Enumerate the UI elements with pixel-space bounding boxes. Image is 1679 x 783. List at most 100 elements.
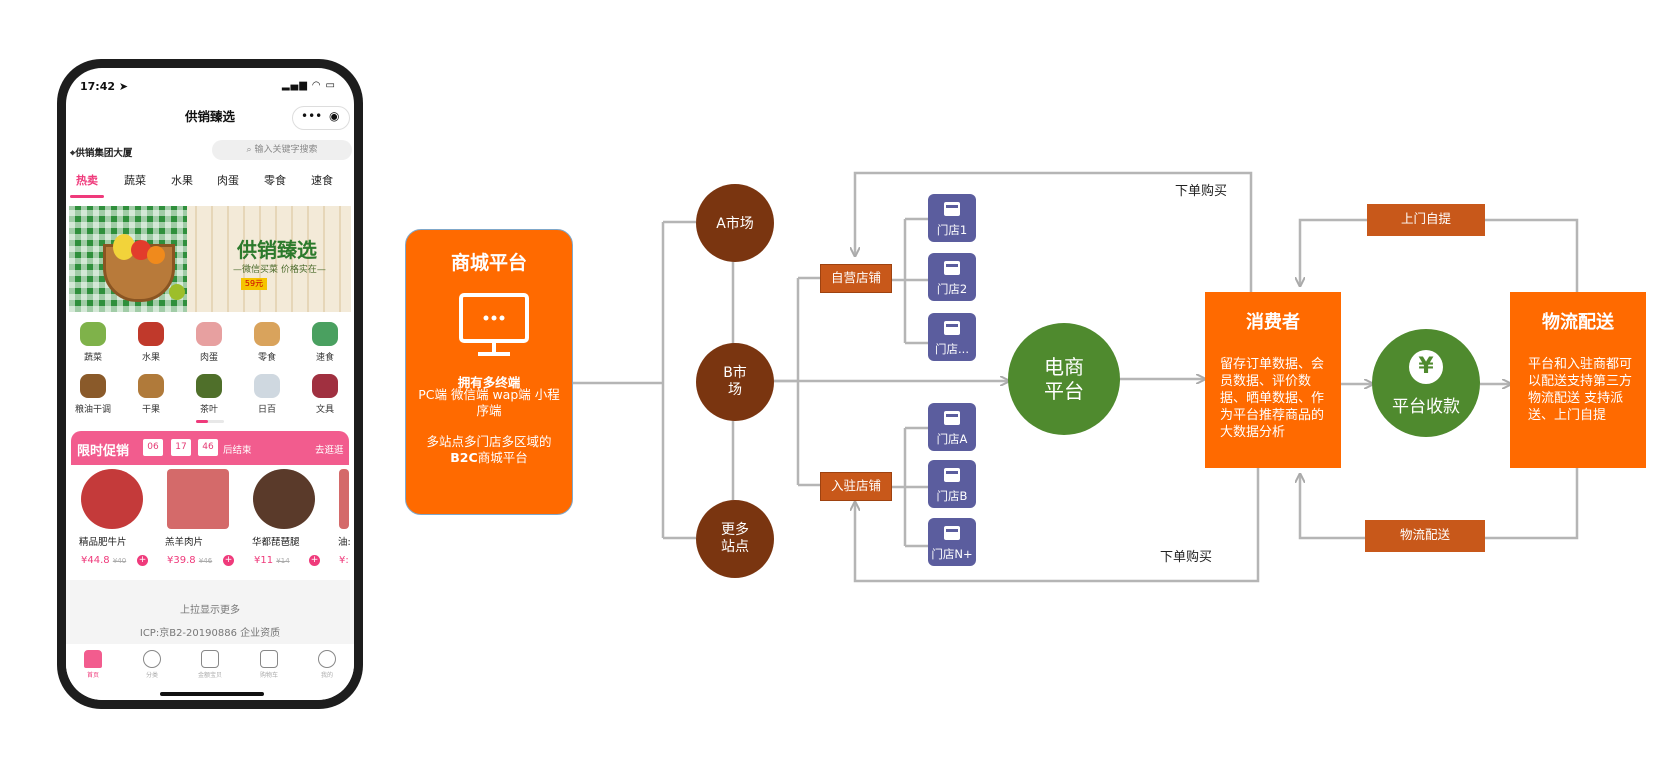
category-meat-egg[interactable]: 肉蛋 [182,322,236,363]
tea-icon [196,374,222,398]
category-vegetables[interactable]: 蔬菜 [66,322,120,363]
category-daily-goods[interactable]: 日百 [240,374,294,415]
smile-icon [318,650,336,668]
yuan-icon: ¥ [1409,349,1443,384]
bag-icon [201,650,219,668]
more-sites-node: 更多站点 [696,500,774,578]
shop-icon [944,468,960,482]
banner-badge: 59元 [241,278,267,290]
fruit-icon [138,322,164,346]
store-2: 门店2 [928,253,976,301]
add-to-cart-icon[interactable]: + [223,555,234,566]
meat-icon [196,322,222,346]
category-nuts[interactable]: 干果 [124,374,178,415]
consumer-description: 留存订单数据、会员数据、评价数据、晒单数据、作为平台推荐商品的大数据分析 [1220,357,1325,440]
delivery-tag: 物流配送 [1365,520,1485,552]
ecommerce-platform-node: 电商平台 [1008,323,1120,435]
apple-image [131,240,151,260]
countdown-hours: 06 [143,439,163,456]
add-to-cart-icon[interactable]: + [137,555,148,566]
store-n-plus: 门店N+ [928,518,976,566]
tabbar-cart[interactable]: 购物车 [244,650,294,679]
add-to-cart-icon[interactable]: + [309,555,320,566]
nuts-icon [138,374,164,398]
tab-hot[interactable]: 热卖 [76,174,98,187]
store-1: 门店1 [928,194,976,242]
fast-food-icon [312,322,338,346]
active-tab-indicator [70,195,104,198]
consumer-title: 消费者 [1246,312,1300,333]
product-image-drumstick[interactable] [253,469,315,529]
close-icon[interactable]: ◉ [329,109,340,123]
tab-fruit[interactable]: 水果 [171,174,193,187]
tab-meat-egg[interactable]: 肉蛋 [217,174,239,187]
product-image-lamb[interactable] [167,469,229,529]
category-stationery[interactable]: 文具 [298,374,352,415]
flash-sale-title: 限时促销 [77,444,130,459]
search-input[interactable]: ⌕ 输入关键字搜索 [212,140,352,160]
category-grain-oil[interactable]: 粮油干调 [66,374,120,415]
home-indicator [160,692,264,696]
phone-screen: 17:42 ➤ ▂▄▆ ◠ ▭ 供销臻选 ••• ◉ ⌖供销集团大厦 ⌕ 输入关… [66,68,354,700]
product-price: ¥11 ¥14 [254,555,290,566]
market-a-node: A市场 [696,184,774,262]
location-label[interactable]: ⌖供销集团大厦 [70,148,133,159]
self-operated-store-tag: 自营店铺 [820,264,892,293]
category-fruit[interactable]: 水果 [124,322,178,363]
shop-icon [944,526,960,540]
logistics-title: 物流配送 [1542,312,1614,333]
cart-icon [260,650,278,668]
tabbar-profile[interactable]: 我的 [302,650,352,679]
category-grid-icon [143,650,161,668]
order-label-bottom: 下单购买 [1160,550,1213,565]
countdown-seconds: 46 [198,439,218,456]
category-fast-food[interactable]: 速食 [298,322,352,363]
product-price: ¥44.8 ¥40 [81,555,127,566]
shop-icon [944,202,960,216]
status-bar: 17:42 ➤ ▂▄▆ ◠ ▭ [66,68,354,102]
pear-image [113,234,135,260]
status-time: 17:42 ➤ [80,80,129,93]
logistics-description: 平台和入驻商都可以配送支持第三方物流配送 支持派送、上门自提 [1528,357,1633,423]
tabbar-home[interactable]: 首页 [68,650,118,679]
home-icon [84,650,102,668]
footer-area [66,580,354,648]
tabbar-category[interactable]: 分类 [127,650,177,679]
grain-oil-icon [80,374,106,398]
tab-snacks[interactable]: 零食 [264,174,286,187]
tab-vegetables[interactable]: 蔬菜 [124,174,146,187]
bottom-tab-bar: 首页 分类 金额宝贝 购物车 我的 [66,644,354,700]
platform-payment-label: 平台收款 [1392,396,1460,417]
multi-terminal-label: 拥有多终端 [457,375,521,390]
flash-sale-more-link[interactable]: 去逛逛 [315,445,344,456]
joined-store-tag: 入驻店铺 [820,472,892,501]
order-loop-bottom [855,468,1260,583]
tabbar-treasure[interactable]: 金额宝贝 [185,650,235,679]
stationery-icon [312,374,338,398]
flash-sale-products: 精品肥牛片 羔羊肉片 华都琵琶腿 油: ¥44.8 ¥40 ¥39.8 ¥46 … [71,465,351,579]
category-scroll-indicator [196,420,224,423]
product-name: 油: [338,537,351,548]
tab-fast-food[interactable]: 速食 [311,174,333,187]
monitor-icon [459,293,529,356]
platform-payment-node: ¥ 平台收款 [1372,329,1480,437]
icp-license-label[interactable]: ICP:京B2-20190886 企业资质 [139,628,281,639]
shop-icon [944,411,960,425]
countdown-minutes: 17 [171,439,191,456]
product-image-beef[interactable] [81,469,143,529]
mall-platform-title: 商城平台 [450,252,527,274]
store-more: 门店... [928,313,976,361]
logistics-box: 物流配送 平台和入驻商都可以配送支持第三方物流配送 支持派送、上门自提 [1510,292,1646,468]
shop-icon [944,261,960,275]
category-snacks[interactable]: 零食 [240,322,294,363]
category-tabs: 热卖 蔬菜 水果 肉蛋 零食 速食 [66,172,354,192]
signal-wifi-battery-icon: ▂▄▆ ◠ ▭ [281,80,336,91]
product-image-oil[interactable] [339,469,349,529]
terminal-list: PC端 微信端 wap端 小程序端 [418,387,560,418]
more-icon[interactable]: ••• [301,109,323,123]
category-tea[interactable]: 茶叶 [182,374,236,415]
promo-banner[interactable]: 供销臻选 —微信买菜 价格实在— 59元 [69,206,351,312]
product-price: ¥39.8 ¥46 [167,555,213,566]
